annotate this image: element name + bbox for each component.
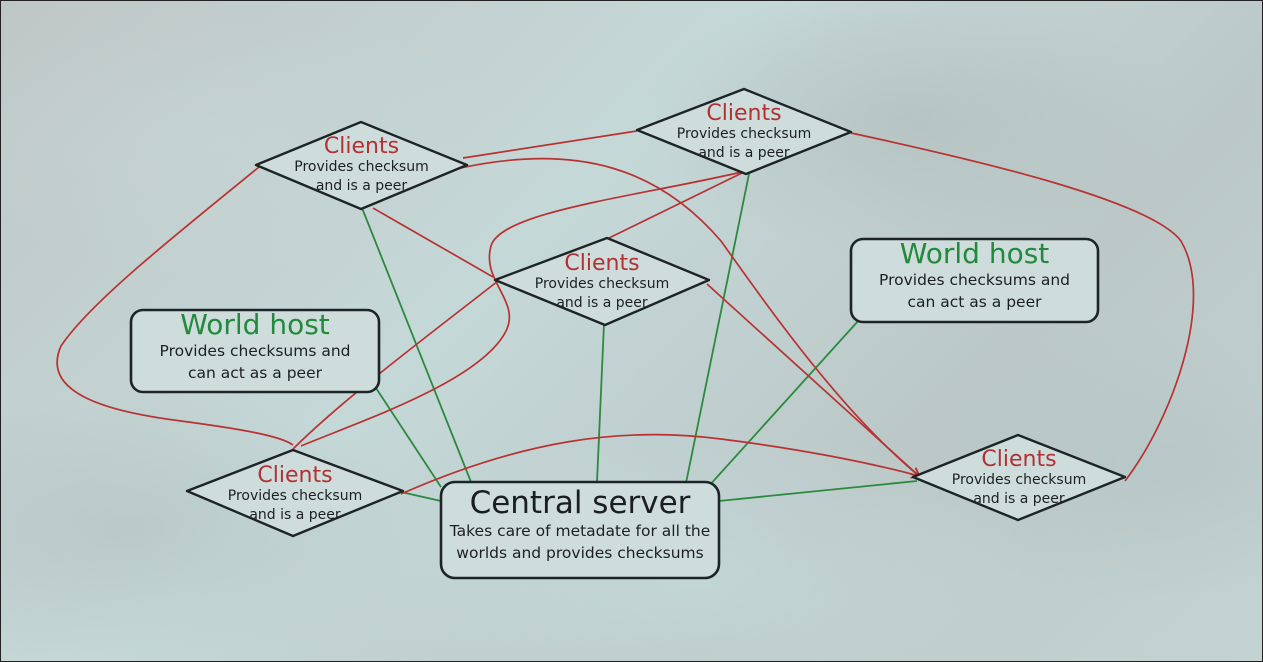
peer-edge-middle-bottom-left bbox=[292, 280, 499, 450]
client-top-right-shape bbox=[635, 87, 853, 176]
peer-edge-middle-bottom-right bbox=[706, 283, 919, 476]
peer-edge-top-right-bottom-right bbox=[850, 132, 1195, 482]
peer-edge-top-left-top-right bbox=[462, 130, 638, 159]
peer-edge-bottom-left-bottom-right bbox=[400, 433, 919, 495]
peer-edge-top-left-bottom-right bbox=[455, 157, 919, 476]
peer-edge-top-right-bottom-left bbox=[300, 170, 747, 447]
client-bottom-right-shape bbox=[911, 433, 1127, 522]
peer-edge-top-left-bottom-left bbox=[56, 166, 294, 446]
peer-edge-top-left-middle bbox=[372, 207, 494, 278]
edge-client-bottom-left-to-server bbox=[400, 491, 442, 502]
peer-edge-top-right-middle bbox=[608, 170, 747, 239]
client-bottom-left-shape bbox=[185, 448, 405, 538]
world-host-right-shape bbox=[849, 237, 1100, 324]
world-host-left-shape bbox=[129, 308, 381, 394]
edge-client-top-right-to-server bbox=[685, 173, 750, 484]
central-server-shape bbox=[439, 480, 721, 580]
peer-connections bbox=[56, 130, 1195, 495]
edge-client-bottom-right-to-server bbox=[718, 480, 918, 502]
client-top-left-shape bbox=[254, 120, 469, 211]
edge-client-middle-to-server bbox=[596, 323, 605, 483]
edge-world-host-left-to-server bbox=[373, 384, 442, 488]
edge-world-host-right-to-server bbox=[707, 319, 860, 488]
client-middle-shape bbox=[493, 236, 711, 327]
